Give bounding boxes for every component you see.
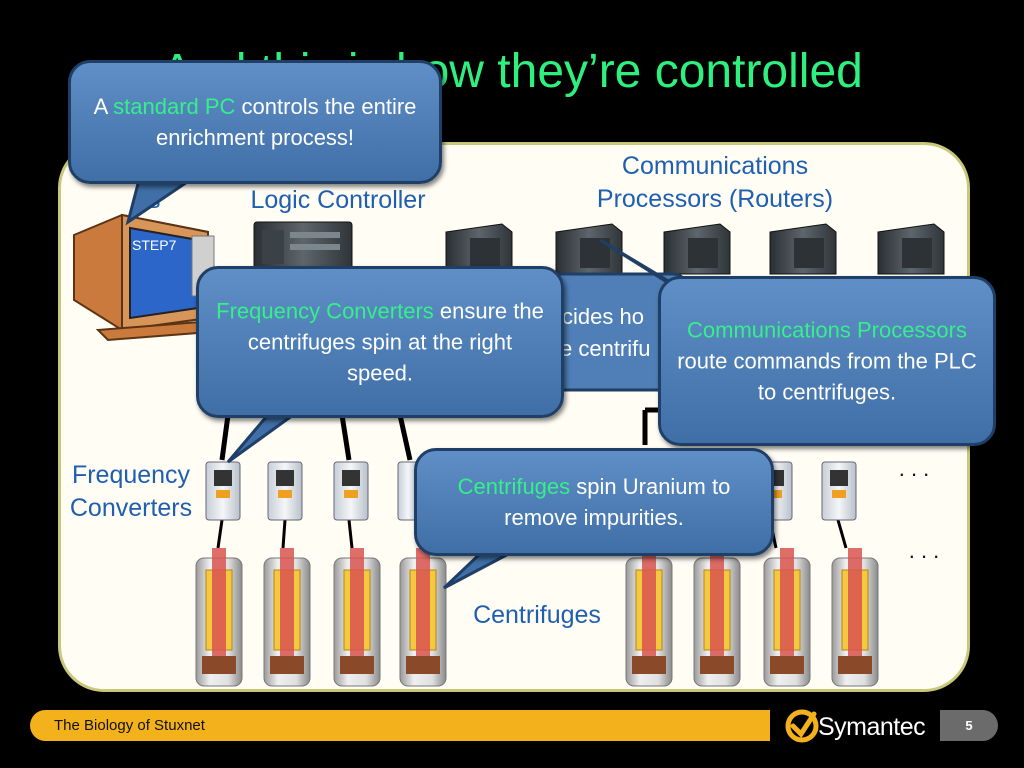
ellipsis-top: . . . [898, 456, 930, 481]
footer-bar [30, 710, 770, 741]
freq-conv-highlight: Frequency Converters [216, 298, 434, 324]
standard-pc-callout: A standard PC controls the entire enrich… [68, 60, 442, 184]
standard-pc-highlight: standard PC [113, 94, 236, 119]
freq-conv-suffix: ensure the centrifuges spin at the right… [247, 298, 544, 386]
partial-label: s [148, 186, 161, 214]
page-number: 5 [940, 710, 998, 741]
logic-controller-label: Logic Controller [250, 186, 426, 214]
freq-converters-label: Frequency Converters [69, 461, 193, 522]
centrifuges-highlight: Centrifuges [457, 474, 571, 499]
comm-proc-highlight: Communications Processors [687, 317, 967, 343]
comm-proc-suffix: route commands from the PLC to centrifug… [677, 348, 977, 405]
symantec-brand: Symantec [818, 713, 926, 741]
footer-title: The Biology of Stuxnet [54, 717, 205, 734]
standard-pc-suffix: controls the entire enrichment process! [155, 94, 417, 150]
ellipsis-bottom: . . . [908, 538, 940, 563]
centrifuges-suffix: spin Uranium to remove impurities. [504, 474, 731, 530]
comm-processors-label: Communications Processors (Routers) [596, 152, 834, 213]
centrifuges-callout: Centrifuges spin Uranium to remove impur… [414, 448, 774, 556]
comm-processors-callout: Communications Processors route commands… [658, 276, 996, 446]
freq-converters-callout: Frequency Converters ensure the centrifu… [196, 266, 564, 418]
centrifuges-label: Centrifuges [473, 601, 601, 629]
symantec-check-icon [785, 709, 819, 743]
standard-pc-prefix: A [93, 94, 114, 119]
